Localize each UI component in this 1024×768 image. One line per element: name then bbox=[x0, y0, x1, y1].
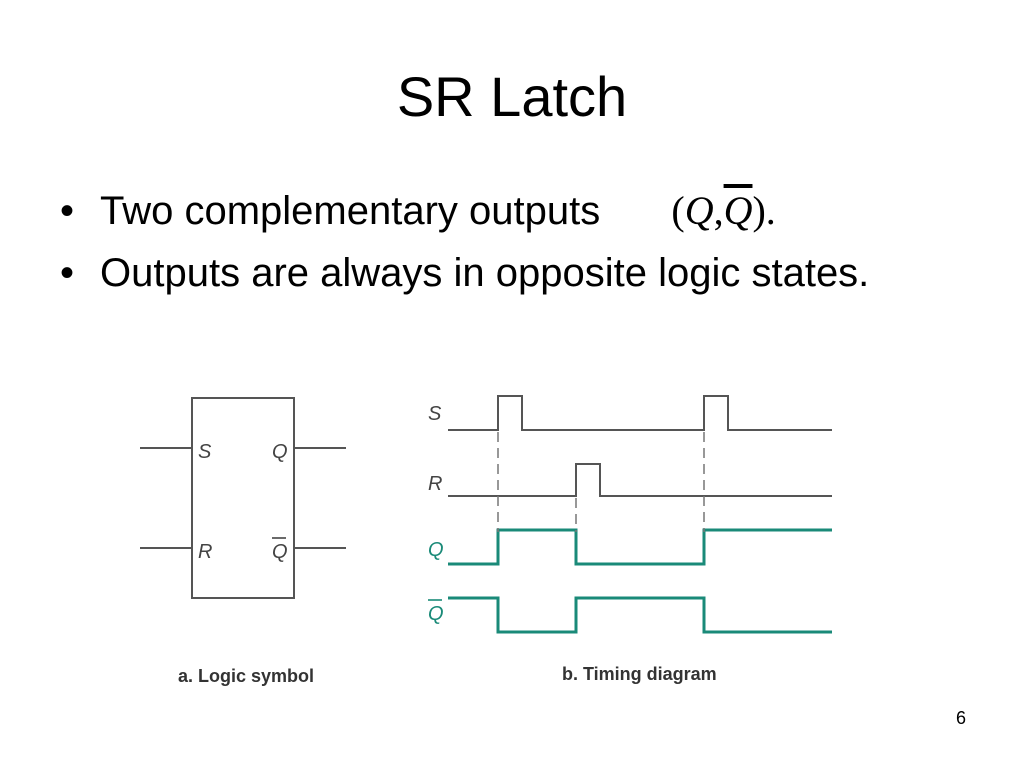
logic-symbol bbox=[140, 397, 346, 599]
symbol-label-r: R bbox=[198, 541, 212, 563]
timing-label-qbar: Q bbox=[428, 603, 444, 625]
paren-close: ). bbox=[752, 188, 776, 233]
caption-timing-diagram: b. Timing diagram bbox=[562, 664, 717, 684]
formula-q-bar: Q bbox=[723, 188, 753, 233]
timing-label-q: Q bbox=[428, 539, 444, 561]
waveform-s bbox=[448, 395, 832, 431]
bullet-item-1: Two complementary outputs (Q,Q). bbox=[60, 186, 920, 236]
bullet-text-2: Outputs are always in opposite logic sta… bbox=[100, 251, 870, 295]
timing-label-s: S bbox=[428, 403, 442, 425]
waveform-q bbox=[448, 528, 832, 566]
paren-open: ( bbox=[671, 188, 685, 233]
formula-q: Q bbox=[684, 188, 714, 233]
symbol-label-qbar: Q bbox=[272, 541, 288, 563]
bullet-text-1: Two complementary outputs bbox=[100, 189, 601, 233]
symbol-label-q: Q bbox=[272, 441, 288, 463]
bullet-item-2: Outputs are always in opposite logic sta… bbox=[60, 248, 920, 298]
caption-logic-symbol: a. Logic symbol bbox=[178, 666, 314, 686]
waveform-qbar bbox=[448, 596, 832, 634]
symbol-label-s: S bbox=[198, 441, 212, 463]
page-number: 6 bbox=[955, 708, 966, 728]
waveform-r bbox=[448, 463, 832, 497]
latch-box bbox=[191, 397, 295, 599]
formula-comma: , bbox=[713, 188, 724, 233]
slide-title: SR Latch bbox=[396, 65, 628, 128]
timing-label-r: R bbox=[428, 473, 442, 495]
complementary-outputs-formula: (Q,Q). bbox=[671, 186, 775, 236]
bullet-list: Two complementary outputs (Q,Q). Outputs… bbox=[60, 186, 920, 310]
